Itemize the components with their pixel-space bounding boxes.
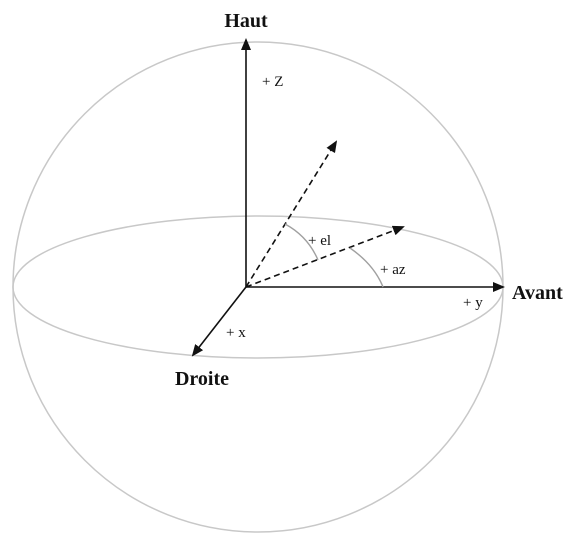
elevation-vector-arrow	[245, 140, 338, 288]
azimuth-arc	[349, 247, 384, 288]
z-sign-label: + Z	[262, 74, 283, 90]
right-axis-label: Droite	[175, 368, 229, 390]
x-sign-label: + x	[226, 325, 246, 341]
azimuth-label: + az	[380, 262, 406, 278]
y-sign-label: + y	[463, 295, 483, 311]
up-axis-label: Haut	[224, 10, 268, 32]
elevation-label: + el	[308, 233, 331, 249]
front-axis-label: Avant	[512, 282, 563, 304]
azimuth-vector-arrow	[245, 225, 405, 288]
x-axis-arrow	[191, 286, 247, 357]
elevation-arc	[284, 223, 319, 261]
